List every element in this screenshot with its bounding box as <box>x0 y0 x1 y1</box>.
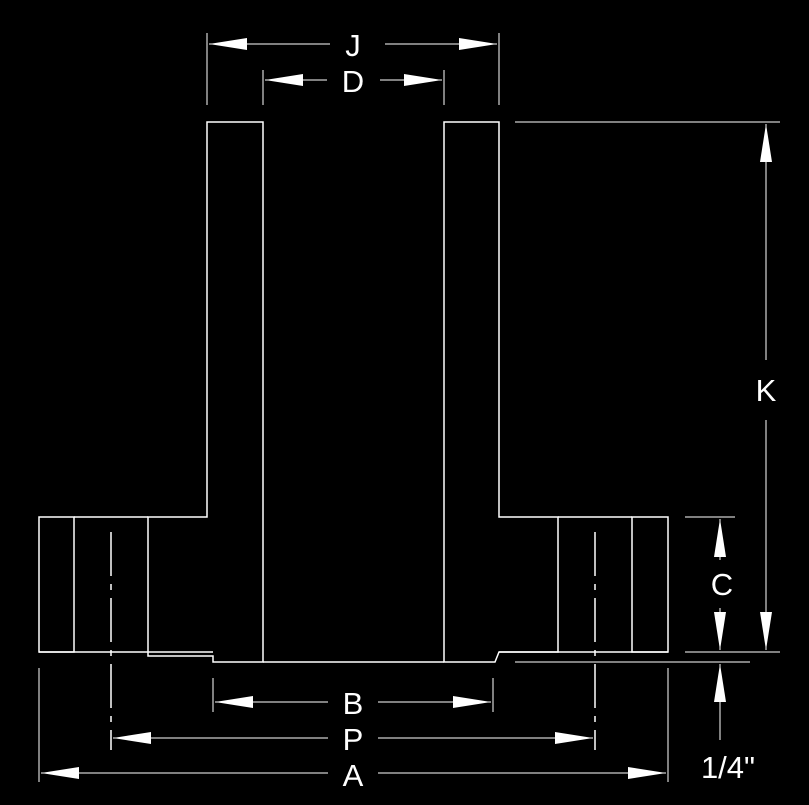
dimension-p-label: P <box>343 722 364 757</box>
flange-outline <box>39 516 668 663</box>
right-hub-section <box>443 121 559 663</box>
left-flange-rim-section <box>38 516 75 653</box>
dimension-raised-face-label: 1/4" <box>701 750 755 785</box>
left-hub-section <box>147 121 264 663</box>
dimension-c-label: C <box>711 567 733 602</box>
dimension-k: K <box>756 124 777 650</box>
dimension-b: B <box>215 686 491 721</box>
dimension-j-label: J <box>345 28 361 63</box>
dimension-k-label: K <box>756 373 777 408</box>
dimension-d: D <box>265 64 442 99</box>
dimension-d-label: D <box>342 64 364 99</box>
dimension-a: A <box>41 758 666 793</box>
extension-lines <box>38 33 780 782</box>
dimension-j: J <box>209 28 497 63</box>
dimension-b-label: B <box>343 686 364 721</box>
bolt-hole-centerlines <box>110 532 596 750</box>
dimension-p: P <box>113 722 593 757</box>
dimension-raised-face: 1/4" <box>701 664 755 785</box>
right-flange-rim-section <box>631 516 669 653</box>
dimension-a-label: A <box>343 758 364 793</box>
flange-section-hatching <box>38 121 669 663</box>
dimension-c: C <box>711 519 733 650</box>
